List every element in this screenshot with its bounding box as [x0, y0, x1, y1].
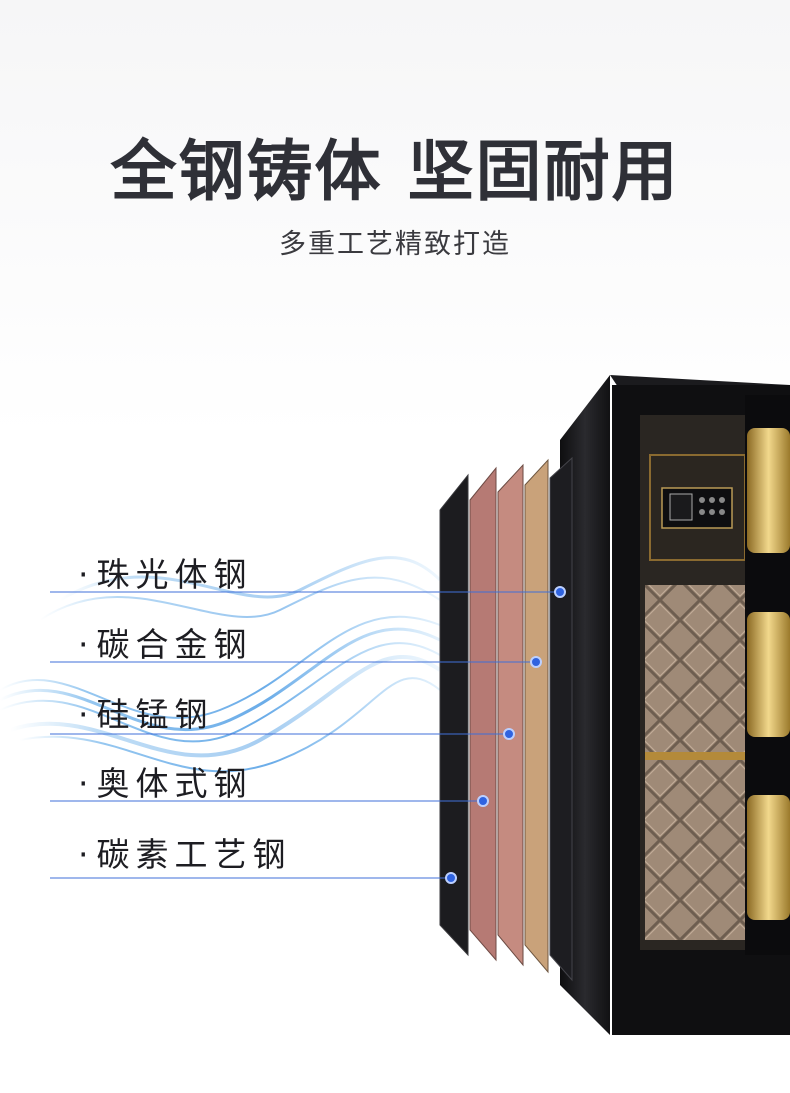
bullet-dot: · [78, 695, 89, 734]
page-title: 全钢铸体 坚固耐用 [110, 133, 680, 210]
interior-shelf [645, 752, 745, 760]
steel-plate-2 [469, 466, 497, 962]
keypad-button [709, 497, 715, 503]
layer-label-3: ·硅锰钢 [78, 688, 214, 736]
marker-dot-3 [503, 728, 515, 740]
bullet-dot: · [78, 625, 89, 664]
gold-hinge [747, 428, 790, 553]
label-connectors [50, 591, 560, 879]
layer-name: 珠光体钢 [96, 555, 253, 594]
keypad-button [719, 497, 725, 503]
steel-plate-5 [549, 456, 573, 982]
bullet-dot: · [78, 764, 89, 803]
marker-dot-4 [477, 795, 489, 807]
layer-name: 硅锰钢 [96, 695, 214, 734]
marker-dot-5 [445, 872, 457, 884]
bullet-dot: · [78, 555, 89, 594]
layer-label-2: ·碳合金钢 [78, 618, 253, 666]
page-subtitle: 多重工艺精致打造 [279, 229, 511, 260]
fingerprint-sensor [669, 493, 693, 521]
marker-dot-1 [554, 586, 566, 598]
interior-quilted-panel [645, 585, 745, 940]
layer-name: 奥体式钢 [96, 764, 253, 803]
gold-hinge [747, 612, 790, 737]
keypad-button [709, 509, 715, 515]
steel-plate-3 [497, 463, 524, 967]
layer-name: 碳素工艺钢 [96, 835, 292, 874]
keypad-button [699, 509, 705, 515]
keypad-button [719, 509, 725, 515]
connector-markers [445, 586, 566, 884]
layer-label-5: ·碳素工艺钢 [78, 828, 292, 876]
marker-dot-2 [530, 656, 542, 668]
steel-plate-4 [524, 458, 549, 974]
layer-name: 碳合金钢 [96, 625, 253, 664]
steel-plate-1 [439, 473, 469, 957]
gold-hinge [747, 795, 790, 920]
layer-label-4: ·奥体式钢 [78, 757, 253, 805]
wave-decoration [0, 556, 442, 773]
layer-label-1: ·珠光体钢 [78, 548, 253, 596]
keypad-button [699, 497, 705, 503]
bullet-dot: · [78, 835, 89, 874]
